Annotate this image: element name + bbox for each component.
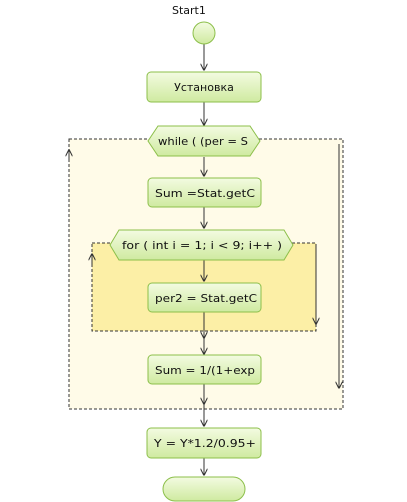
- for-condition-node[interactable]: for ( int i = 1; i < 9; i++ ): [109, 229, 294, 261]
- start-label: Start1: [172, 4, 206, 17]
- sum-exp-label: Sum = 1/(1+exp: [155, 364, 255, 377]
- sum-get-node[interactable]: Sum =Stat.getC: [147, 177, 262, 208]
- for-condition-label: for ( int i = 1; i < 9; i++ ): [122, 239, 282, 252]
- per2-get-node[interactable]: per2 = Stat.getC: [147, 282, 262, 313]
- setup-node-label: Установка: [174, 81, 234, 94]
- start-node[interactable]: [192, 21, 216, 45]
- end-node[interactable]: [162, 476, 246, 502]
- y-calc-node[interactable]: Y = Y*1.2/0.95+: [146, 427, 262, 459]
- while-condition-label: while ( (per = S: [158, 135, 248, 148]
- while-condition-node[interactable]: while ( (per = S: [147, 125, 261, 157]
- setup-node[interactable]: Установка: [146, 71, 262, 103]
- sum-get-label: Sum =Stat.getC: [155, 187, 255, 200]
- sum-exp-node[interactable]: Sum = 1/(1+exp: [147, 354, 262, 385]
- per2-get-label: per2 = Stat.getC: [155, 292, 257, 305]
- y-calc-label: Y = Y*1.2/0.95+: [153, 437, 256, 450]
